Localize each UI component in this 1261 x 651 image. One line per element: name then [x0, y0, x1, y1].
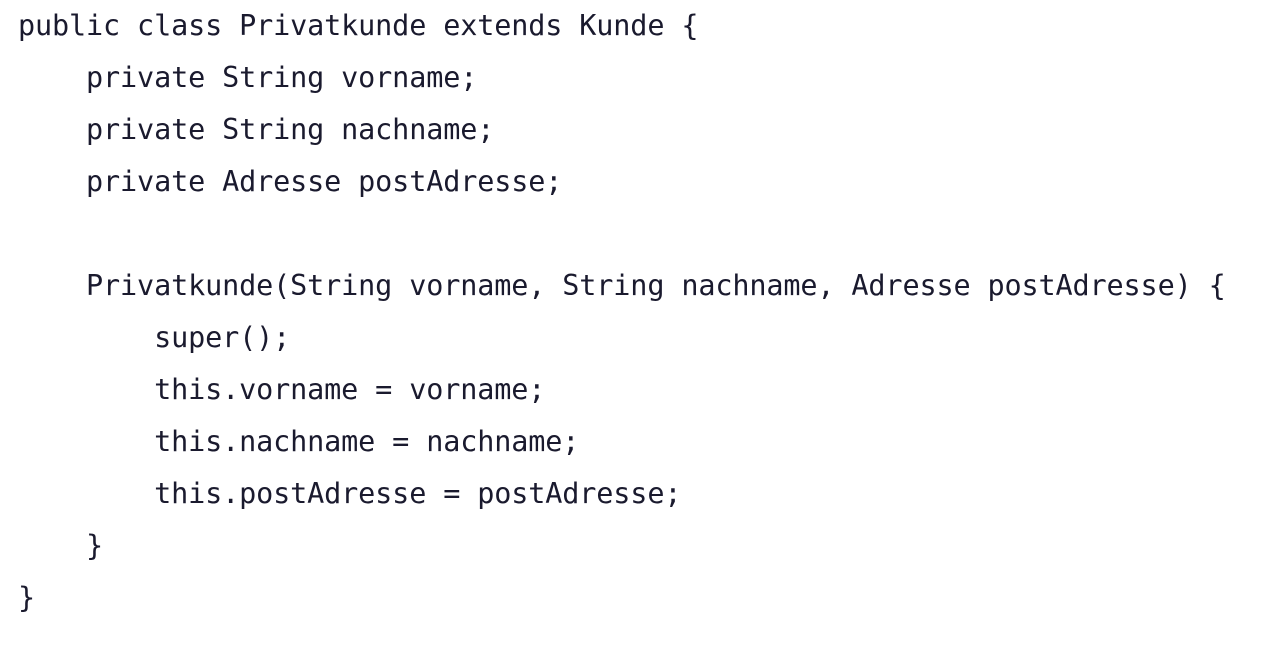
- code-line: this.vorname = vorname;: [18, 373, 546, 406]
- code-line: }: [18, 529, 104, 562]
- code-line: public class Privatkunde extends Kunde {: [18, 9, 699, 42]
- code-line: private String vorname;: [18, 61, 478, 94]
- code-line: private Adresse postAdresse;: [18, 165, 563, 198]
- code-line: Privatkunde(String vorname, String nachn…: [18, 269, 1226, 302]
- code-line: this.nachname = nachname;: [18, 425, 580, 458]
- code-line: }: [18, 581, 36, 614]
- code-line: super();: [18, 321, 291, 354]
- code-line: this.postAdresse = postAdresse;: [18, 477, 682, 510]
- code-line: private String nachname;: [18, 113, 495, 146]
- code-line-blank: [0, 208, 1261, 260]
